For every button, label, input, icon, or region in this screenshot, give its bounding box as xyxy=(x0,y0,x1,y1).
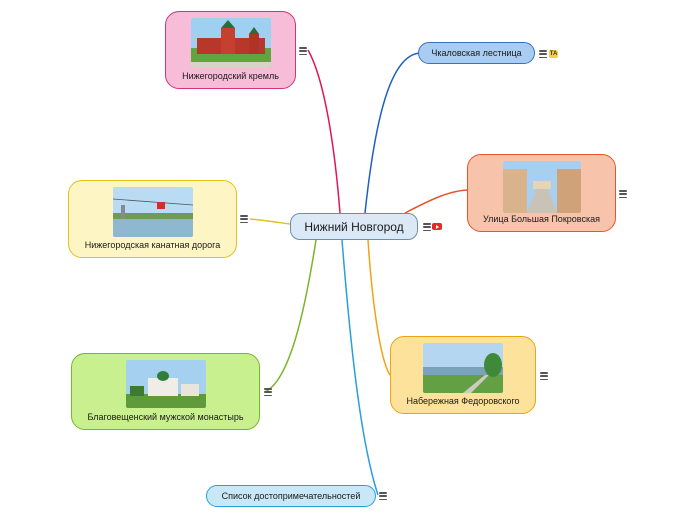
node-embankment-label: Набережная Федоровского xyxy=(406,396,520,406)
node-list[interactable]: Список достопримечательностей xyxy=(206,485,376,507)
node-stairs-label: Чкаловская лестница xyxy=(431,48,522,58)
node-cable[interactable]: Нижегородская канатная дорога xyxy=(68,180,237,258)
node-stairs[interactable]: Чкаловская лестница xyxy=(418,42,535,64)
node-kremlin-label: Нижегородский кремль xyxy=(182,71,279,81)
branch-embankment xyxy=(367,239,391,376)
branch-kremlin xyxy=(307,49,341,214)
node-pokrovka[interactable]: Улица Большая Покровская xyxy=(467,154,616,232)
branch-monastery xyxy=(264,239,317,393)
note-icon[interactable] xyxy=(423,223,431,231)
branch-stairs xyxy=(364,52,421,214)
branch-cable xyxy=(249,218,291,225)
youtube-icon[interactable] xyxy=(432,223,442,230)
central-topic-label: Нижний Новгород xyxy=(304,219,404,234)
note-icon[interactable] xyxy=(240,215,248,223)
monastery-photo xyxy=(125,360,206,408)
note-icon[interactable] xyxy=(379,492,387,500)
central-topic[interactable]: Нижний Новгород xyxy=(290,213,418,240)
embankment-photo xyxy=(423,343,503,393)
kremlin-photo xyxy=(190,18,271,68)
branch-list xyxy=(341,239,379,496)
node-pokrovka-label: Улица Большая Покровская xyxy=(483,214,600,224)
node-monastery-label: Благовещенский мужской монастырь xyxy=(87,412,244,422)
branch-pokrovka xyxy=(404,189,471,214)
pokrovka-photo xyxy=(502,161,581,213)
node-monastery[interactable]: Благовещенский мужской монастырь xyxy=(71,353,260,430)
note-icon[interactable] xyxy=(264,388,272,396)
note-icon[interactable] xyxy=(619,190,627,198)
node-cable-label: Нижегородская канатная дорога xyxy=(84,240,221,250)
note-icon[interactable] xyxy=(539,50,547,58)
node-kremlin[interactable]: Нижегородский кремль xyxy=(165,11,296,89)
tripadvisor-icon[interactable]: TA xyxy=(549,50,558,58)
cable-photo xyxy=(112,187,193,237)
note-icon[interactable] xyxy=(540,372,548,380)
node-embankment[interactable]: Набережная Федоровского xyxy=(390,336,536,414)
note-icon[interactable] xyxy=(299,47,307,55)
node-list-label: Список достопримечательностей xyxy=(221,491,361,501)
